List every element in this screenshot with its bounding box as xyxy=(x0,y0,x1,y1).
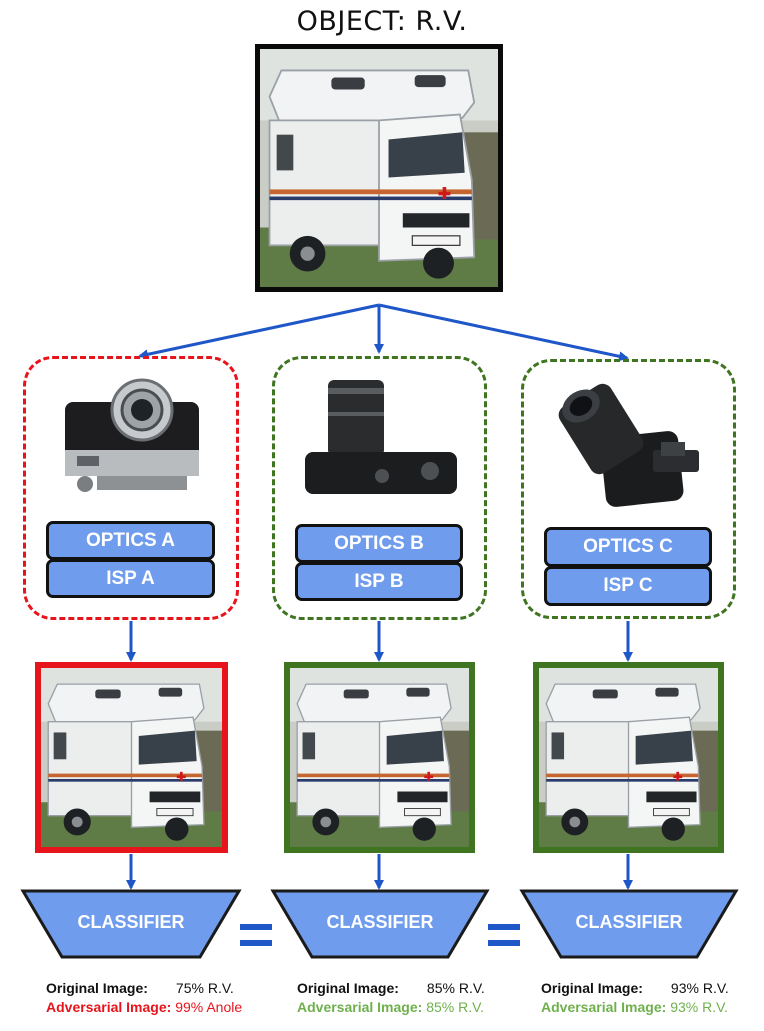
optics-b-label: OPTICS B xyxy=(295,524,463,563)
result-c-orig-value: 93% R.V. xyxy=(670,980,729,996)
result-b-adv-label: Adversarial Image: xyxy=(297,999,423,1015)
output-image-b xyxy=(284,662,475,853)
arrow-to-camera-a xyxy=(138,303,380,360)
result-b: Original Image: 85% R.V. Adversarial Imag… xyxy=(297,979,485,1017)
result-c-adv-value: 93% R.V. xyxy=(670,999,729,1015)
classifier-c-shape xyxy=(519,889,739,959)
rv-photo-c xyxy=(539,668,718,847)
classifier-c-label: CLASSIFIER xyxy=(575,912,683,932)
isp-c-label: ISP C xyxy=(544,566,712,606)
result-a-orig-value: 75% R.V. xyxy=(175,980,234,996)
camera-a-icon xyxy=(65,378,199,492)
optics-a-label: OPTICS A xyxy=(46,521,215,560)
isp-a-label: ISP A xyxy=(46,559,215,598)
result-b-orig-label: Original Image: xyxy=(297,980,399,996)
equals-sign-1-bottom xyxy=(240,940,272,946)
equals-sign-2-bottom xyxy=(488,940,520,946)
camera-a-pipeline xyxy=(23,356,239,620)
diagram-title: OBJECT: R.V. xyxy=(296,6,468,37)
original-object-image xyxy=(255,44,503,292)
result-a-orig-label: Original Image: xyxy=(46,980,148,996)
classifier-b-label: CLASSIFIER xyxy=(326,912,434,932)
rv-photo-b xyxy=(290,668,469,847)
equals-sign-2-top xyxy=(488,924,520,930)
equals-sign-1-top xyxy=(240,924,272,930)
classifier-b-shape xyxy=(270,889,490,959)
result-b-adv-value: 85% R.V. xyxy=(426,999,485,1015)
classifier-a-shape xyxy=(20,889,242,959)
output-image-c xyxy=(533,662,724,853)
camera-c-pipeline xyxy=(521,359,736,619)
result-c: Original Image: 93% R.V. Adversarial Imag… xyxy=(541,979,729,1017)
classifier-a-label: CLASSIFIER xyxy=(77,912,185,932)
optics-c-label: OPTICS C xyxy=(544,527,712,567)
camera-c-icon xyxy=(558,383,699,507)
result-a-adv-value: 99% Anole xyxy=(175,999,243,1015)
camera-b-icon xyxy=(305,380,457,494)
camera-b-pipeline xyxy=(272,356,487,620)
rv-photo-a xyxy=(41,668,222,847)
isp-b-label: ISP B xyxy=(295,562,463,601)
result-c-orig-label: Original Image: xyxy=(541,980,643,996)
result-a: Original Image: 75% R.V. Adversarial Imag… xyxy=(46,979,242,1017)
result-a-adv-label: Adversarial Image: xyxy=(46,999,172,1015)
result-c-adv-label: Adversarial Image: xyxy=(541,999,667,1015)
arrow-to-camera-c xyxy=(378,303,629,362)
output-image-a xyxy=(35,662,228,853)
result-b-orig-value: 85% R.V. xyxy=(426,980,485,996)
